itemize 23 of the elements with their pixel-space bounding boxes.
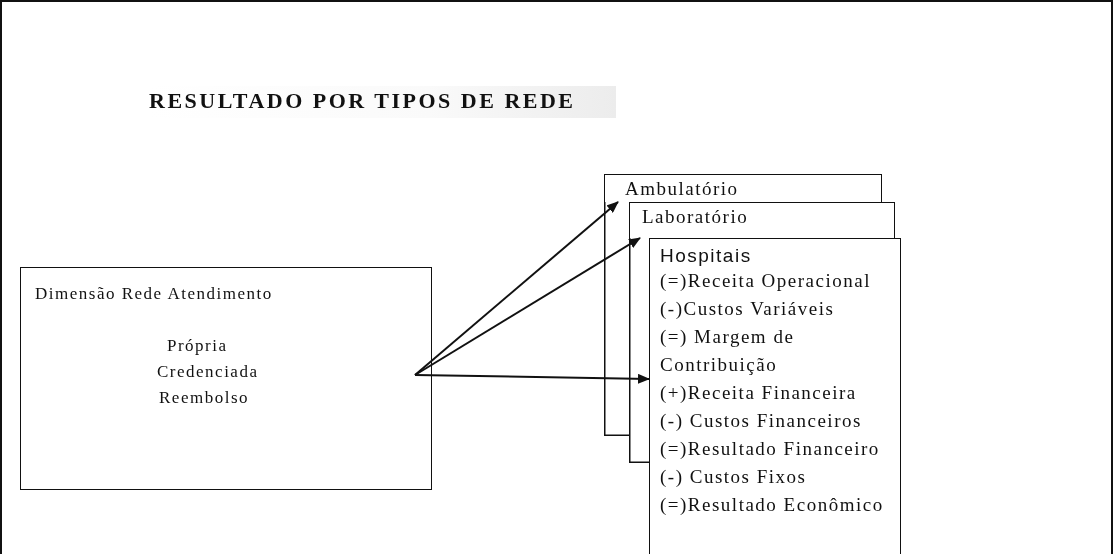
network-type-box [649,238,901,554]
result-line: (-) Custos Financeiros [660,409,863,433]
result-line: (+)Receita Financeira [660,381,858,405]
stacked-card-top [604,174,882,202]
arrow [414,373,650,384]
arrow [414,201,619,376]
result-line: (-) Custos Fixos [660,465,808,489]
list-item: Reembolso [159,388,250,408]
result-line: (=) Margem de Contribuição [660,325,796,377]
list-item: Própria [167,336,229,356]
result-line: (-)Custos Variáveis [660,297,836,321]
result-line: (=)Resultado Financeiro [660,437,881,461]
box-heading: Ambulatório [625,178,740,200]
box-heading: Laboratório [642,206,750,228]
result-line: (=)Resultado Econômico [660,493,885,517]
list-item: Credenciada [157,362,260,382]
box-heading: Dimensão Rede Atendimento [35,284,274,304]
arrow [414,237,641,376]
diagram-title: RESULTADO POR TIPOS DE REDE [149,86,616,118]
result-line: (=)Receita Operacional [660,269,872,293]
stacked-card-top [629,202,895,238]
dimension-box [20,267,432,490]
box-heading: Hospitais [660,245,753,267]
